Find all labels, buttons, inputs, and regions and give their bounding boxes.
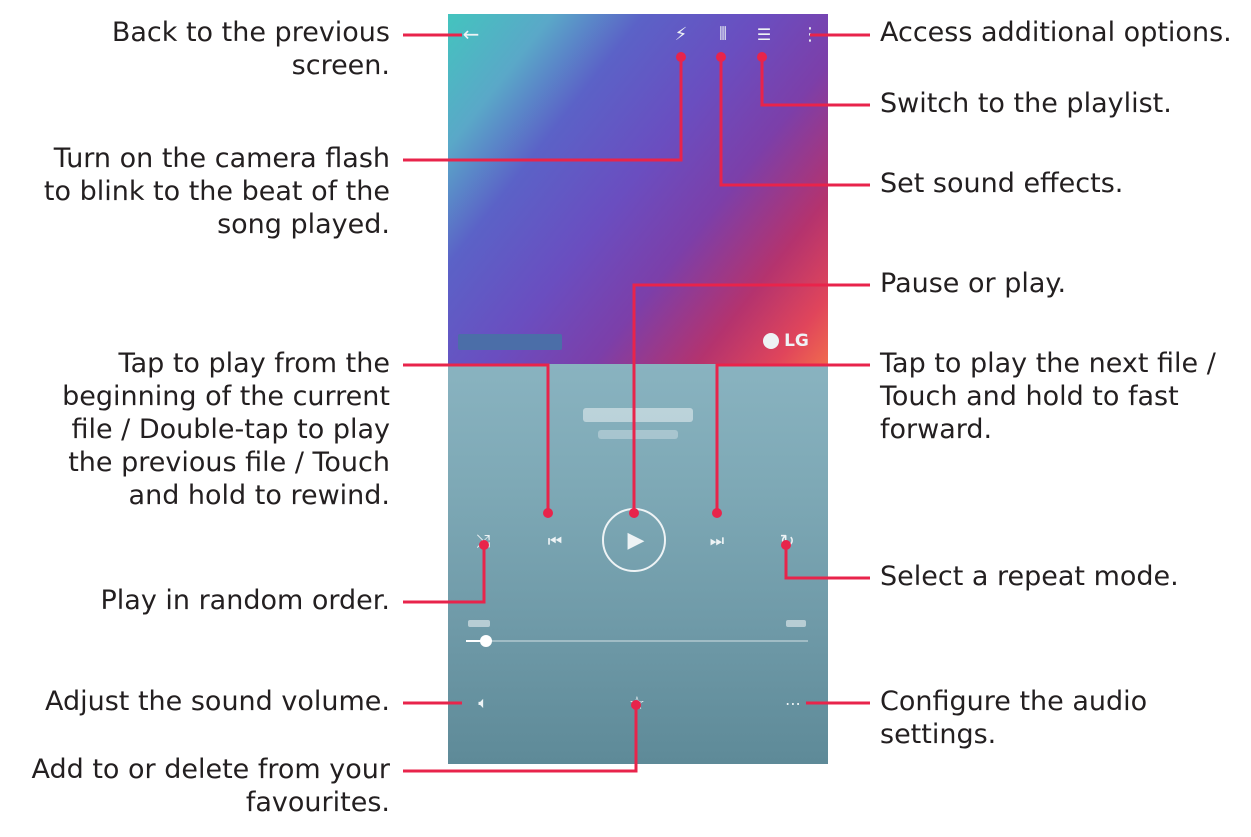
equalizer-icon[interactable]: ⫴ xyxy=(719,23,727,45)
callout-favourite: Add to or delete from your favourites. xyxy=(31,754,390,818)
flash-icon[interactable]: ⚡ xyxy=(674,23,688,45)
shuffle-icon[interactable]: ⤨ xyxy=(475,530,491,552)
total-time xyxy=(786,620,806,627)
callout-shuffle: Play in random order. xyxy=(100,585,391,616)
previous-icon[interactable]: ⏮ xyxy=(547,531,563,550)
progress-thumb[interactable] xyxy=(480,635,492,647)
play-icon: ▶ xyxy=(627,527,645,553)
callout-options: Access additional options. xyxy=(880,17,1232,48)
settings-icon[interactable]: ⋯ xyxy=(785,693,801,713)
callout-next: Tap to play the next file / Touch and ho… xyxy=(880,348,1216,445)
star-icon[interactable]: ☆ xyxy=(628,692,646,714)
progress-track[interactable] xyxy=(466,635,808,647)
callout-flash: Turn on the camera flash to blink to the… xyxy=(43,143,390,240)
more-vert-icon[interactable]: ⋮ xyxy=(801,23,819,45)
callout-audio-settings: Configure the audio settings. xyxy=(880,686,1148,750)
song-artist xyxy=(598,430,678,439)
callout-prev: Tap to play from the beginning of the cu… xyxy=(62,348,390,511)
progress-fill xyxy=(466,640,484,642)
play-button[interactable]: ▶ xyxy=(602,508,666,572)
callout-back: Back to the previous screen. xyxy=(111,17,390,81)
callout-playlist: Switch to the playlist. xyxy=(880,88,1172,119)
media-badge xyxy=(458,334,562,350)
lg-logo-icon: LG xyxy=(756,328,816,354)
repeat-icon[interactable]: ↻ xyxy=(779,530,795,552)
album-art xyxy=(448,14,828,364)
next-icon[interactable]: ⏭ xyxy=(709,531,725,550)
music-player-screen: ← ⚡ ⫴ ☰ ⋮ LG ⤨ ⏮ ▶ ⏭ ↻ 🔈︎ ☆ ⋯ xyxy=(448,14,828,764)
volume-icon[interactable]: 🔈︎ xyxy=(478,693,488,712)
elapsed-time xyxy=(468,620,490,627)
callout-repeat: Select a repeat mode. xyxy=(880,561,1179,592)
playlist-icon[interactable]: ☰ xyxy=(756,24,772,44)
callout-play-pause: Pause or play. xyxy=(880,268,1067,299)
song-title xyxy=(583,408,693,422)
back-arrow-icon[interactable]: ← xyxy=(462,22,480,46)
callout-volume: Adjust the sound volume. xyxy=(44,686,390,717)
lg-logo-text: LG xyxy=(784,331,809,351)
callout-sound-effects: Set sound effects. xyxy=(880,168,1124,199)
